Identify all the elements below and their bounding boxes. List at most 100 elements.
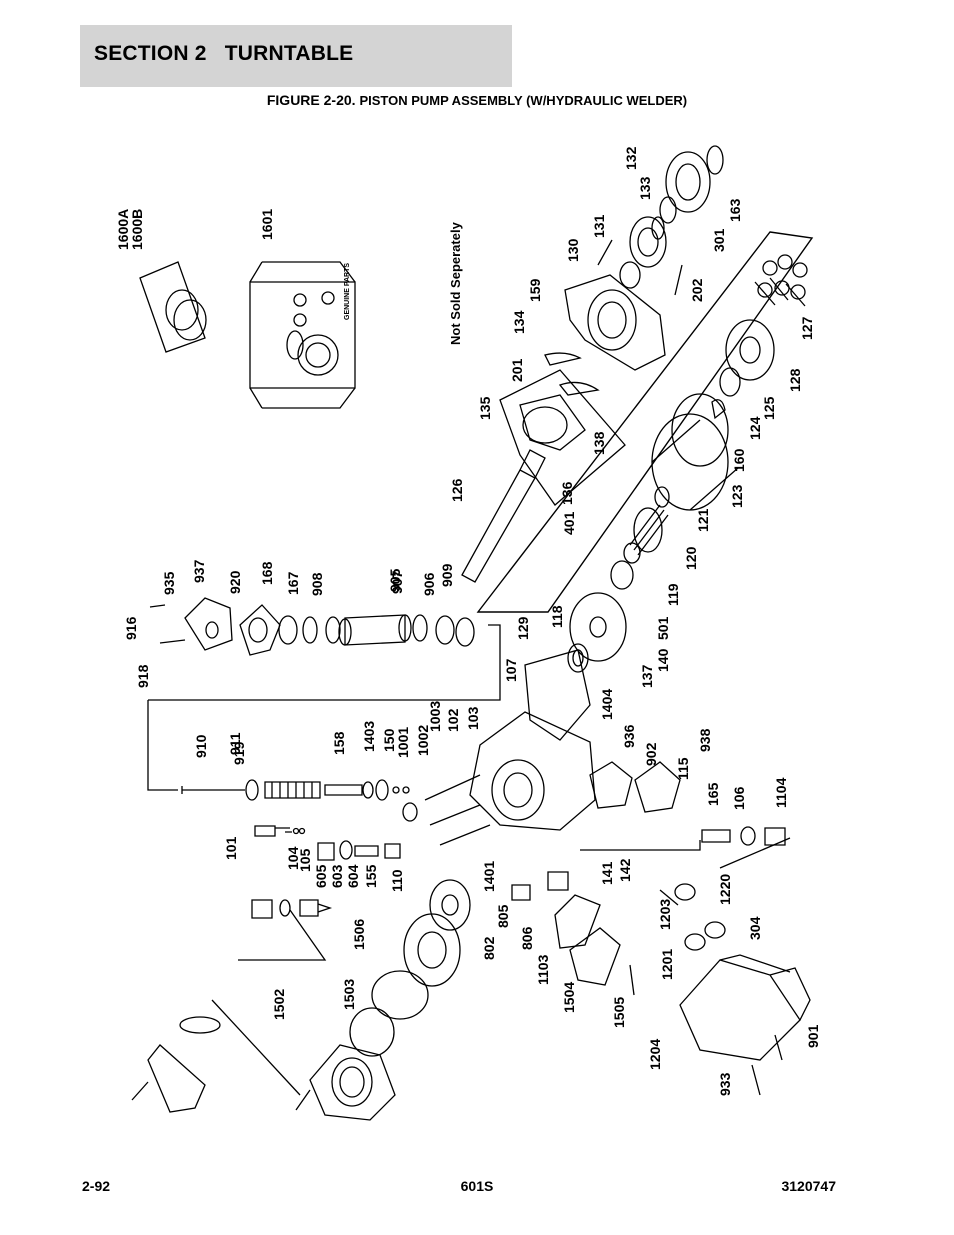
callout-304: 304 (747, 916, 763, 940)
callout-150: 150 (381, 728, 397, 752)
callout-1002: 1002 (415, 725, 431, 756)
callout-1203: 1203 (657, 899, 673, 930)
callout-131: 131 (591, 214, 607, 238)
callout-1001: 1001 (395, 727, 411, 758)
callout-1003: 1003 (427, 701, 443, 732)
callout-134: 134 (511, 310, 527, 334)
callout-120: 120 (683, 546, 699, 570)
callout-938: 938 (697, 728, 713, 752)
callout-141: 141 (599, 861, 615, 885)
callout-805: 805 (495, 904, 511, 928)
callout-126: 126 (449, 478, 465, 502)
callout-124: 124 (747, 416, 763, 440)
callout-909: 909 (439, 563, 455, 587)
callout-107: 107 (503, 658, 519, 682)
kit-box-label: GENUINE PARTS (344, 263, 351, 320)
callout-1506: 1506 (351, 919, 367, 950)
callout-127: 127 (799, 316, 815, 340)
callout-902: 902 (643, 742, 659, 766)
callout-125: 125 (761, 396, 777, 420)
callout-132: 132 (623, 146, 639, 170)
callout-101: 101 (223, 836, 239, 860)
callout-121: 121 (695, 508, 711, 532)
callout-604: 604 (345, 864, 361, 888)
figure-title: FIGURE 2-20. PISTON PUMP ASSEMBLY (W/HYD… (266, 92, 688, 108)
callout-802: 802 (481, 936, 497, 960)
callout-137: 137 (639, 664, 655, 688)
callout-501: 501 (655, 616, 671, 640)
callout-806: 806 (519, 926, 535, 950)
callout-135: 135 (477, 396, 493, 420)
callout-936: 936 (621, 724, 637, 748)
callout-140: 140 (655, 648, 671, 672)
callout-918: 918 (135, 664, 151, 688)
callout-1600a: 1600A (115, 209, 131, 250)
callout-919: 919 (231, 741, 247, 765)
callout-1104: 1104 (773, 777, 789, 808)
callout-168: 168 (259, 561, 275, 585)
callout-105: 105 (297, 848, 313, 872)
callout-142: 142 (617, 858, 633, 882)
callout-201: 201 (509, 358, 525, 382)
callout-1505: 1505 (611, 997, 627, 1028)
callout-401: 401 (561, 511, 577, 535)
callout-1401: 1401 (481, 861, 497, 892)
callout-123: 123 (729, 484, 745, 508)
page-number: 2-92 (82, 1178, 111, 1194)
callout-933: 933 (717, 1072, 733, 1096)
callout-911: 911 (227, 732, 243, 755)
callout-1502: 1502 (271, 989, 287, 1020)
callout-910: 910 (193, 734, 209, 758)
callout-916: 916 (123, 616, 139, 640)
callout-935: 935 (161, 571, 177, 595)
callout-1600b: 1600B (129, 209, 145, 250)
callout-1204: 1204 (647, 1039, 663, 1070)
callout-1103: 1103 (535, 954, 551, 985)
callout-301: 301 (711, 228, 727, 252)
callout-1601: 1601 (259, 209, 275, 240)
callout-905: 905 (387, 568, 403, 592)
callout-155: 155 (363, 864, 379, 888)
callout-102: 102 (445, 708, 461, 732)
callout-603: 603 (329, 864, 345, 888)
callout-130: 130 (565, 238, 581, 262)
callout-160: 160 (731, 448, 747, 472)
callout-128: 128 (787, 368, 803, 392)
callout-129: 129 (515, 616, 531, 640)
callout-901: 901 (805, 1024, 821, 1048)
model-number: 601S (460, 1178, 494, 1194)
callout-103: 103 (465, 706, 481, 730)
callout-118: 118 (549, 605, 565, 628)
callout-136: 136 (559, 481, 575, 505)
callout-167: 167 (285, 571, 301, 595)
callout-110: 110 (389, 869, 405, 892)
callout-937: 937 (191, 559, 207, 583)
callout-1403: 1403 (361, 721, 377, 752)
callout-104: 104 (285, 846, 301, 870)
callout-1404: 1404 (599, 689, 615, 720)
callout-138: 138 (591, 431, 607, 455)
callout-202: 202 (689, 278, 705, 302)
callout-605: 605 (313, 864, 329, 888)
callout-159: 159 (527, 278, 543, 302)
callout-907: 907 (389, 570, 405, 594)
callout-133: 133 (637, 176, 653, 200)
document-number: 3120747 (781, 1178, 836, 1194)
callout-158: 158 (331, 731, 347, 755)
callout-119: 119 (665, 583, 681, 606)
callout-1220: 1220 (717, 874, 733, 905)
callout-163: 163 (727, 198, 743, 222)
callout-1503: 1503 (341, 979, 357, 1010)
callout-115: 115 (675, 757, 691, 780)
callout-165: 165 (705, 782, 721, 806)
callout-106: 106 (731, 786, 747, 810)
section-header: SECTION 2 TURNTABLE (80, 25, 512, 87)
callout-1504: 1504 (561, 982, 577, 1013)
callout-906: 906 (421, 572, 437, 596)
callout-1201: 1201 (659, 949, 675, 980)
callout-920: 920 (227, 570, 243, 594)
section-title: SECTION 2 TURNTABLE (94, 42, 354, 65)
callout-908: 908 (309, 572, 325, 596)
